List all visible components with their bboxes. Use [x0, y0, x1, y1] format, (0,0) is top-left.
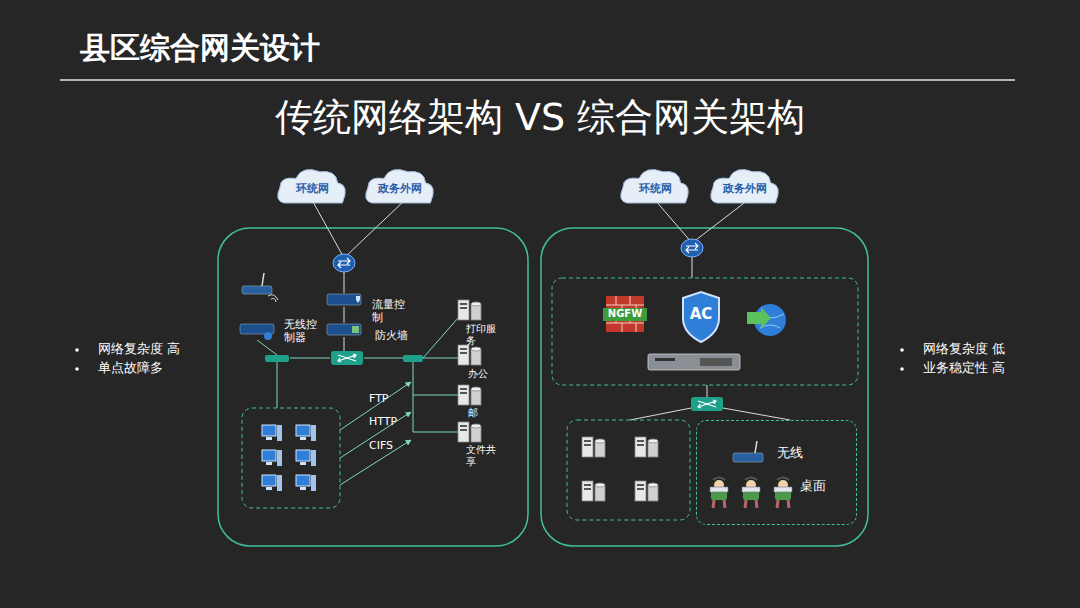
device-label: 防火墙 — [375, 329, 408, 342]
group-box: 无线桌面 — [696, 420, 857, 525]
protocol-label: CIFS — [369, 439, 393, 452]
bullet-text: 网络复杂度 低 — [923, 341, 1005, 357]
device-label: 流量控制 — [372, 298, 410, 324]
group-text: 无线 — [777, 444, 803, 462]
terminal-icons — [697, 421, 858, 526]
device-label: 无线控制器 — [284, 318, 324, 344]
server-label: 打印服务 — [466, 323, 502, 347]
bullet-text: 网络复杂度 高 — [98, 341, 180, 357]
server-label: 办公 — [468, 368, 504, 380]
cloud-node: 政务外网 — [360, 163, 440, 207]
cloud-text: 环统网 — [296, 181, 329, 196]
group-text: 桌面 — [800, 477, 826, 495]
cloud-text: 政务外网 — [378, 181, 422, 196]
cloud-node: 环统网 — [272, 163, 352, 207]
cloud-node: 环统网 — [615, 163, 695, 207]
cloud-node: 政务外网 — [705, 163, 785, 207]
cloud-text: 环统网 — [639, 181, 672, 196]
subtitle: 传统网络架构 VS 综合网关架构 — [0, 95, 1080, 141]
protocol-label: FTP — [369, 392, 389, 405]
bullet-text: 单点故障多 — [98, 360, 163, 376]
bullet-text: 业务稳定性 高 — [923, 360, 1005, 376]
cloud-text: 政务外网 — [723, 181, 767, 196]
server-label: 文件共享 — [466, 444, 502, 468]
icon-text: AC — [683, 305, 719, 323]
server-label: 邮 — [468, 407, 504, 419]
protocol-label: HTTP — [369, 415, 397, 428]
slide-title: 县区综合网关设计 — [80, 30, 320, 66]
icon-text: NGFW — [604, 308, 646, 320]
